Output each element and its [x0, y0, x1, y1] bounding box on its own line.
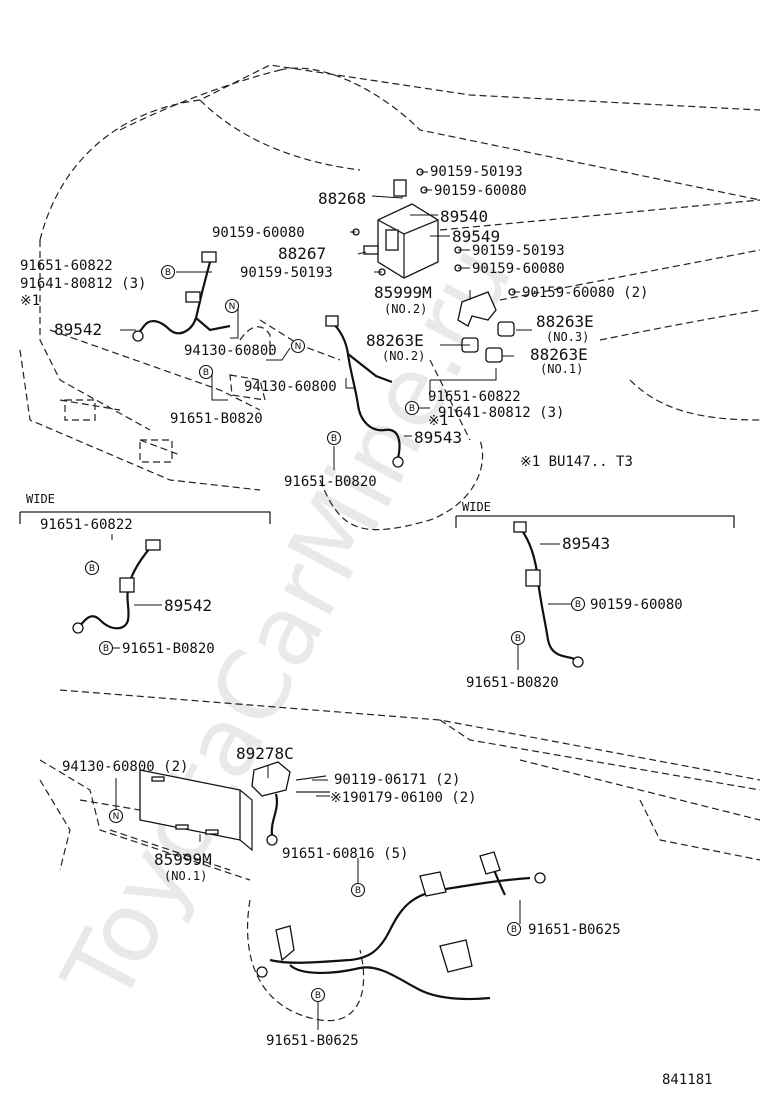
marker-b: B: [98, 640, 114, 656]
svg-text:B: B: [355, 886, 361, 896]
part-label: 88263E: [536, 312, 594, 331]
part-label: 88268: [318, 189, 366, 208]
svg-text:B: B: [409, 404, 415, 414]
marker-b: B: [570, 596, 586, 612]
svg-text:B: B: [103, 644, 109, 654]
front-sensor-harness-right: [325, 315, 404, 468]
marker-b: B: [84, 560, 100, 576]
part-sublabel: (NO.1): [540, 362, 583, 376]
marker-b: B: [310, 987, 326, 1003]
marker-b: B: [506, 921, 522, 937]
part-label: 88263E: [530, 345, 588, 364]
part-label: 91651-60816 (5): [282, 846, 408, 862]
rear-sensor-harness: [256, 851, 546, 1001]
part-label: 90159-50193: [240, 265, 333, 281]
part-label: 91641-80812 (3): [20, 276, 146, 292]
part-label: 91651-60822: [428, 389, 521, 405]
part-label: 88263E: [366, 331, 424, 350]
part-label: 89549: [452, 227, 500, 246]
markers-top: B N B N B B: [160, 264, 420, 446]
part-label: 91651-B0820: [284, 474, 377, 490]
marker-b: B: [160, 264, 176, 280]
part-label: 91651-60822: [20, 258, 113, 274]
marker-n: N: [108, 808, 124, 824]
marker-b: B: [198, 364, 214, 380]
part-label: 91641-80812 (3): [438, 405, 564, 421]
diagram-code: 841181: [662, 1072, 713, 1088]
part-label: 90159-60080: [590, 597, 683, 613]
part-label: 91651-B0625: [266, 1033, 359, 1049]
part-label: 90159-60080 (2): [522, 285, 648, 301]
svg-text:B: B: [89, 564, 95, 574]
part-sublabel: (NO.1): [164, 869, 207, 883]
part-label: 85999M: [154, 850, 212, 869]
part-label: 89540: [440, 207, 488, 226]
wide-left-section: WIDE B B 91651-60822 89542 91651-B0820: [19, 492, 271, 657]
svg-text:B: B: [515, 634, 521, 644]
marker-b: B: [326, 430, 342, 446]
svg-text:B: B: [511, 925, 517, 935]
part-label: 94130-60800: [244, 379, 337, 395]
part-label: 89543: [414, 428, 462, 447]
part-label: 91651-B0625: [528, 922, 621, 938]
marker-n: N: [290, 338, 306, 354]
labels-top: 90159-50193 88268 90159-60080 89540 9015…: [20, 164, 648, 490]
ecu-module: [377, 203, 439, 279]
leader-lines-bottom: N B B B: [108, 766, 522, 1030]
section-label: WIDE: [26, 492, 55, 506]
part-sublabel: (NO.2): [384, 302, 427, 316]
part-label: 89278C: [236, 744, 294, 763]
cab-outline: [19, 64, 760, 531]
part-label: 90159-60080: [472, 261, 565, 277]
watermark-text: ToyotaCarMine.ru: [41, 228, 534, 1022]
part-label: 90159-50193: [430, 164, 523, 180]
bracket-85999m-no1: [139, 769, 253, 852]
part-label: 89543: [562, 534, 610, 553]
part-label: 89542: [164, 596, 212, 615]
part-label: 85999M: [374, 283, 432, 302]
marker-b: B: [404, 400, 420, 416]
rear-frame-outline: [39, 689, 760, 1022]
footnote-mark: ※1: [20, 293, 40, 309]
part-sublabel: (NO.3): [546, 330, 589, 344]
part-label: ※190179-06100 (2): [330, 790, 477, 806]
footnote-mark: ※1: [428, 413, 448, 429]
svg-text:N: N: [229, 302, 236, 312]
part-label: 88267: [278, 244, 326, 263]
part-label: 91651-60822: [40, 517, 133, 533]
part-sublabel: (NO.2): [382, 349, 425, 363]
svg-text:N: N: [113, 812, 120, 822]
part-label: 90159-50193: [472, 243, 565, 259]
svg-text:B: B: [165, 268, 171, 278]
part-label: 90159-60080: [434, 183, 527, 199]
part-label: 90119-06171 (2): [334, 772, 460, 788]
svg-text:B: B: [575, 600, 581, 610]
front-sensor-harness-left: [132, 251, 231, 342]
section-label: WIDE: [462, 500, 491, 514]
part-label: 94130-60800: [184, 343, 277, 359]
marker-n: N: [224, 298, 240, 314]
wide-right-section: WIDE B B 89543 90159-60080 91651-B0820: [455, 500, 735, 691]
part-label: 91651-B0820: [170, 411, 263, 427]
part-label: 90159-60080: [212, 225, 305, 241]
part-label: 94130-60800 (2): [62, 759, 188, 775]
svg-text:B: B: [331, 434, 337, 444]
svg-text:B: B: [203, 368, 209, 378]
sensor-89278c: [251, 761, 330, 846]
part-label: 91651-B0820: [122, 641, 215, 657]
marker-b: B: [350, 882, 366, 898]
svg-text:N: N: [295, 342, 302, 352]
leader-lines-top: [120, 171, 532, 470]
labels-bottom: 94130-60800 (2) 89278C 90119-06171 (2) ※…: [62, 744, 621, 1049]
bracket-85999m-no2: [457, 291, 497, 327]
footnote-note: ※1 BU147.. T3: [520, 454, 633, 470]
part-label: 91651-B0820: [466, 675, 559, 691]
svg-text:B: B: [315, 991, 321, 1001]
part-label: 89542: [54, 320, 102, 339]
marker-b: B: [510, 630, 526, 646]
